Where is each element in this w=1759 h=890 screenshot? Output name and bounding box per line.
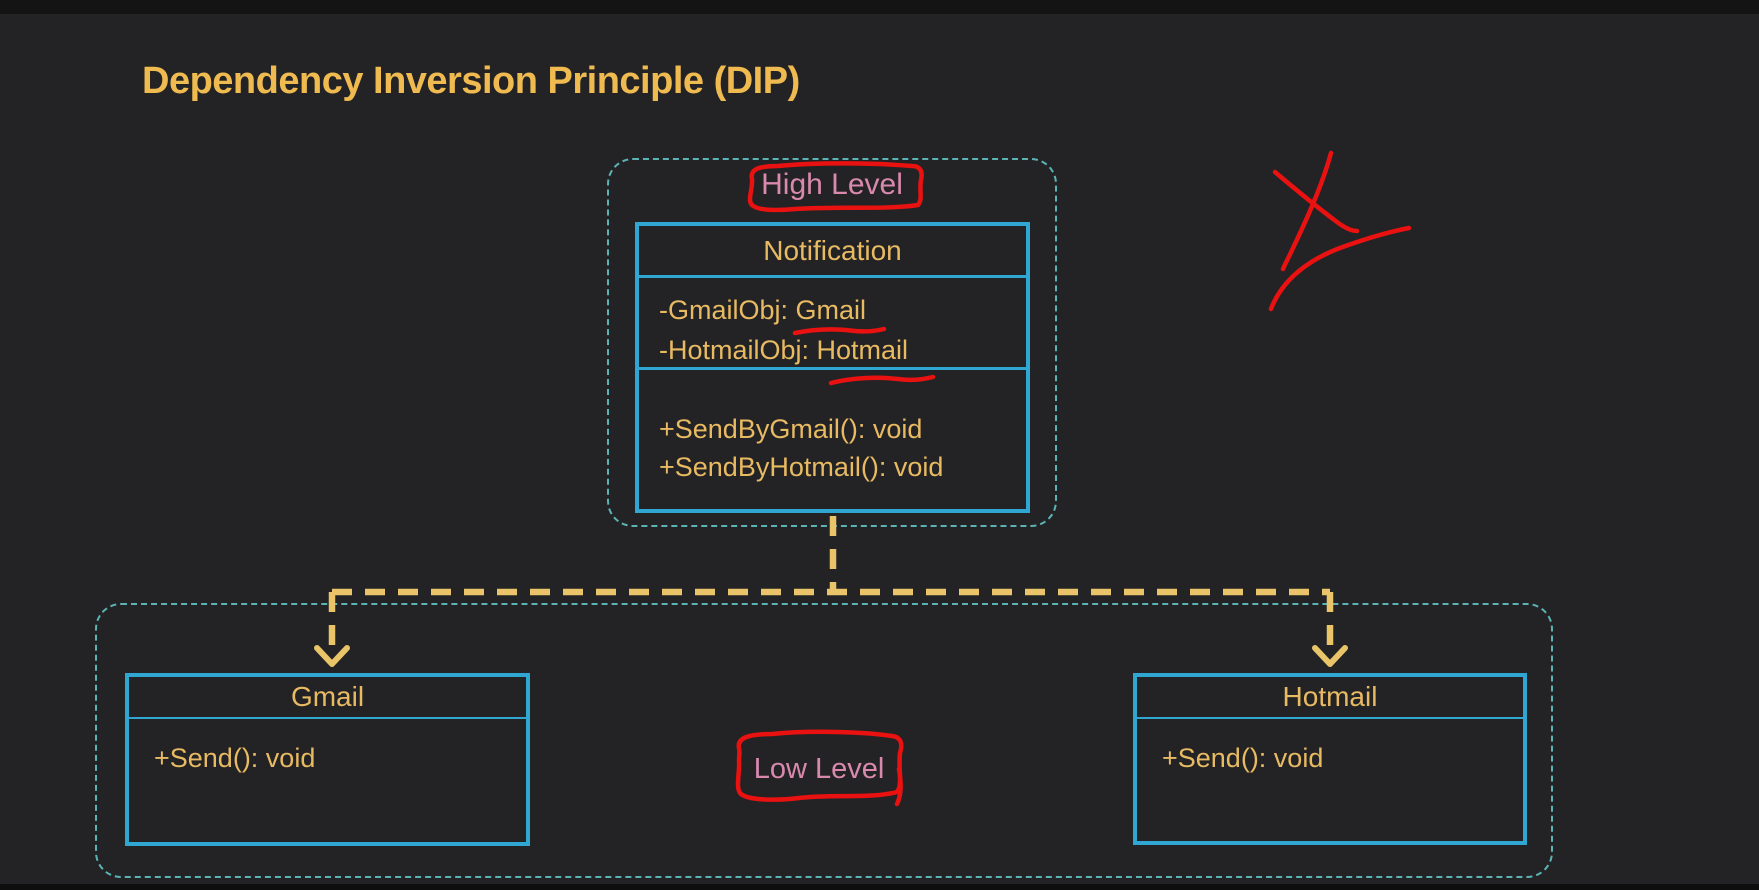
method-gmail-send: +Send(): void <box>154 743 316 773</box>
class-name-notification: Notification <box>639 226 1026 278</box>
class-methods-notification: +SendByGmail(): void +SendByHotmail(): v… <box>639 370 1026 486</box>
red-x-stroke-1 <box>1272 169 1360 234</box>
method-sendbygmail: +SendByGmail(): void <box>659 414 923 444</box>
class-name-gmail: Gmail <box>129 677 526 719</box>
class-name-hotmail: Hotmail <box>1137 677 1523 719</box>
method-sendbyhotmail: +SendByHotmail(): void <box>659 452 944 482</box>
low-level-label: Low Level <box>753 753 885 785</box>
field-gmailobj: -GmailObj: Gmail <box>659 295 867 325</box>
red-x-stroke-2 <box>1280 150 1334 272</box>
red-x-stroke-3 <box>1268 225 1412 312</box>
class-box-gmail: Gmail +Send(): void <box>125 673 530 846</box>
class-box-notification: Notification -GmailObj: Gmail -HotmailOb… <box>635 222 1030 513</box>
class-fields-notification: -GmailObj: Gmail -HotmailObj: Hotmail <box>639 278 1026 370</box>
letterbox-top <box>0 0 1759 14</box>
class-box-hotmail: Hotmail +Send(): void <box>1133 673 1527 845</box>
letterbox-bottom <box>0 884 1759 890</box>
high-level-label: High Level <box>761 168 903 201</box>
low-level-group <box>95 603 1553 878</box>
class-methods-hotmail: +Send(): void <box>1137 719 1523 775</box>
field-hotmailobj: -HotmailObj: Hotmail <box>659 335 909 365</box>
class-methods-gmail: +Send(): void <box>129 719 526 775</box>
page-title: Dependency Inversion Principle (DIP) <box>142 60 800 102</box>
method-hotmail-send: +Send(): void <box>1162 743 1324 773</box>
